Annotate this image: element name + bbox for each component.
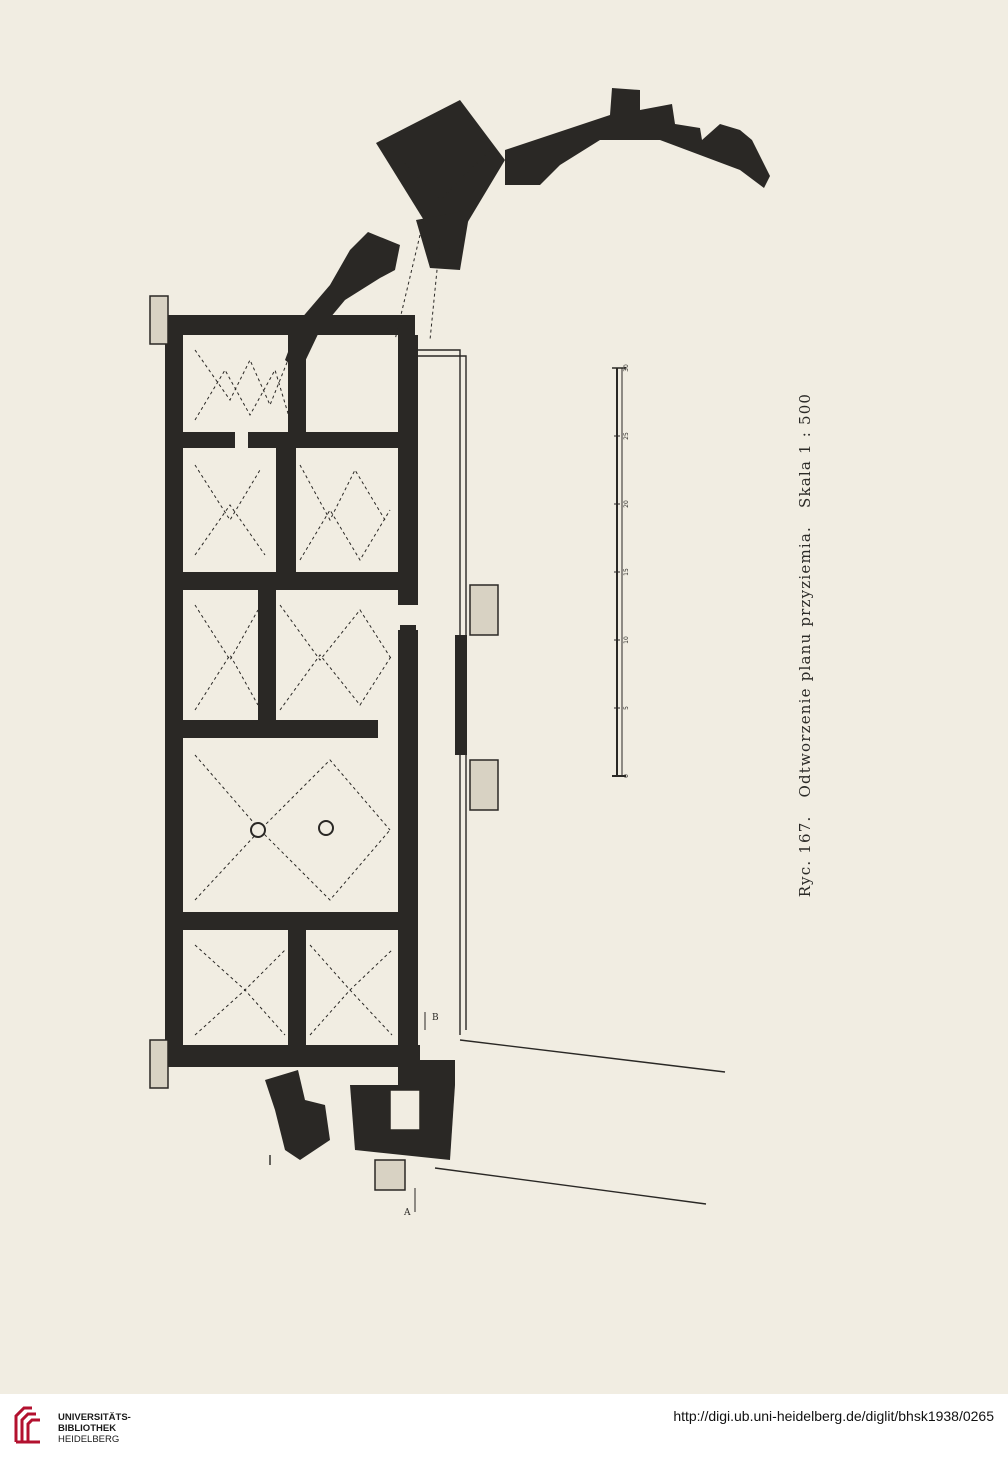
scale-bar-ticks: 0 5 10 15 20 25 30 — [614, 364, 630, 778]
scanned-page: 0 5 10 15 20 25 30 A B Ryc. 167. Odtworzenie pl… — [149, 88, 814, 1218]
library-logo-text: UNIVERSITÄTS- BIBLIOTHEK HEIDELBERG — [58, 1412, 131, 1445]
logo-line-3: HEIDELBERG — [58, 1434, 120, 1445]
caption-title: Odtworzenie planu przyziemia. — [796, 526, 814, 798]
scale-tick-label: 30 — [623, 364, 630, 372]
scale-tick-label: 0 — [623, 774, 630, 778]
section-mark-a: A — [403, 1208, 411, 1218]
caption-scale: Skala 1 : 500 — [796, 392, 814, 508]
outer-lines — [269, 349, 726, 1205]
permalink-url[interactable]: http://digi.ub.uni-heidelberg.de/diglit/… — [673, 1408, 994, 1424]
plan-pillars — [250, 820, 334, 838]
vault-lines — [194, 149, 491, 1036]
scale-tick-label: 10 — [623, 636, 630, 644]
floor-plan-drawing: 0 5 10 15 20 25 30 A B — [149, 88, 770, 1218]
university-library-logo-icon — [14, 1406, 40, 1444]
plan-walls — [165, 88, 770, 1160]
logo-line-2: BIBLIOTHEK — [58, 1423, 117, 1434]
logo-line-1: UNIVERSITÄTS- — [58, 1412, 131, 1423]
section-marks: A B — [403, 1012, 439, 1218]
scale-tick-label: 20 — [623, 500, 630, 508]
scale-tick-label: 25 — [623, 432, 630, 440]
plan-openings — [149, 295, 499, 1191]
library-footer — [0, 1394, 1008, 1466]
figure-caption: Ryc. 167. Odtworzenie planu przyziemia. Sk… — [796, 393, 814, 897]
caption-number: Ryc. 167. — [796, 815, 814, 898]
scale-tick-label: 15 — [623, 568, 630, 576]
scale-tick-label: 5 — [623, 706, 630, 710]
section-mark-b: B — [432, 1013, 439, 1023]
